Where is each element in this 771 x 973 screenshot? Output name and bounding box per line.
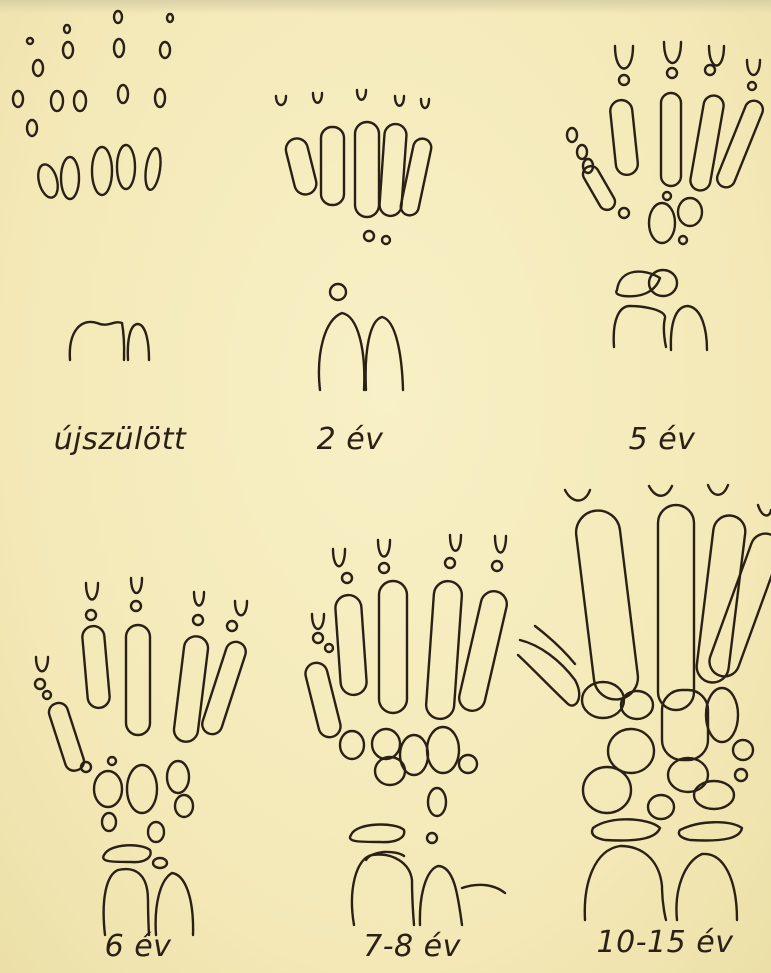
hand-5-years: [567, 42, 766, 350]
caption-7-8-years: 7-8 év: [363, 929, 461, 964]
caption-6-years: 6 év: [105, 929, 172, 964]
hand-7-8-years: [303, 535, 509, 925]
hand-newborn: [13, 11, 173, 360]
hand-10-15-years: [518, 485, 771, 920]
caption-5-years: 5 év: [629, 422, 696, 457]
caption-10-15-years: 10-15 év: [597, 925, 734, 960]
caption-newborn: újszülött: [54, 422, 186, 457]
hand-6-years: [35, 578, 248, 935]
hand-2-years: [276, 90, 433, 390]
caption-2-years: 2 év: [317, 422, 384, 457]
